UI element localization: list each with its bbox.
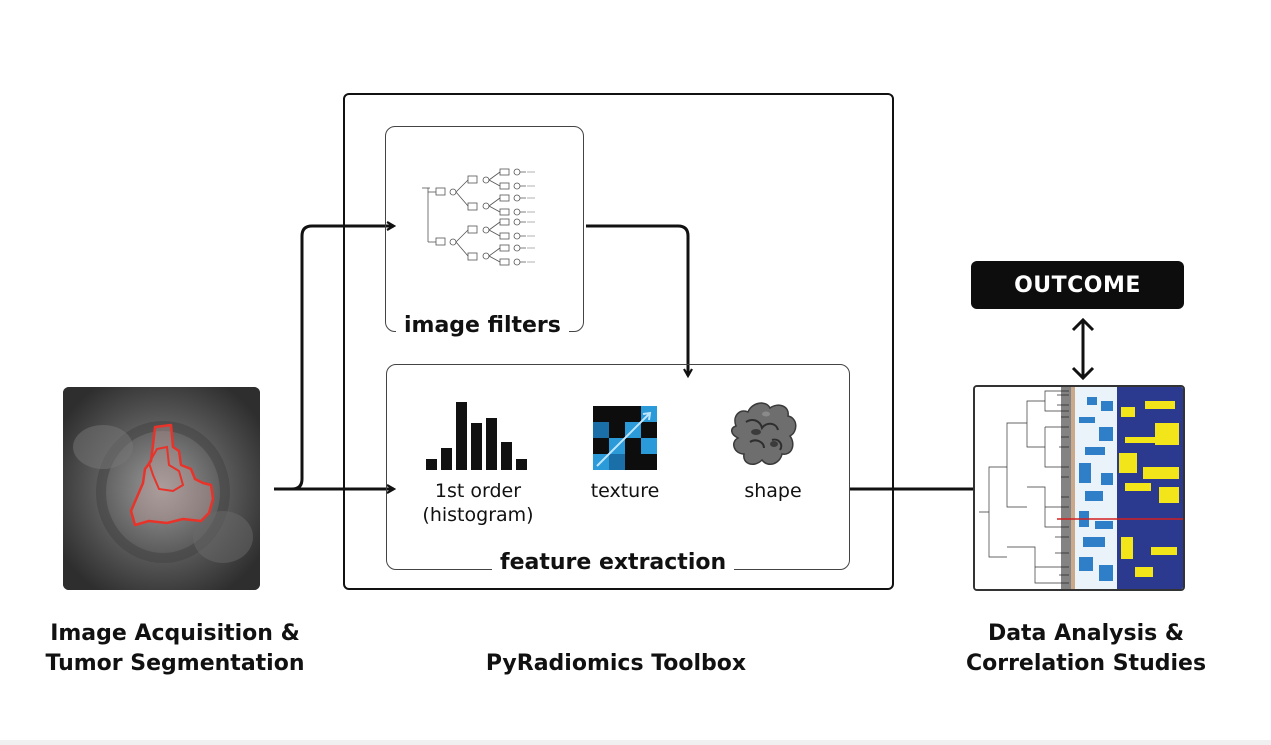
feature-label-texture: texture	[590, 480, 660, 502]
caption-image-acquisition: Image Acquisition & Tumor Segmentation	[45, 621, 305, 676]
histogram-icon	[426, 402, 527, 470]
image-filters-label: image filters	[396, 312, 569, 340]
bottom-strip	[0, 740, 1271, 745]
caption-pyradiomics-toolbox: PyRadiomics Toolbox	[485, 651, 747, 676]
toolbox-box	[343, 93, 894, 590]
texture-icon	[593, 406, 657, 470]
double-arrow-outcome	[1071, 317, 1095, 381]
mri-segmentation-image	[63, 387, 260, 590]
caption-data-analysis: Data Analysis & Correlation Studies	[965, 621, 1207, 676]
feature-label-first-order: 1st order (histogram)	[422, 480, 534, 526]
arrow-filters-to-features	[586, 224, 688, 376]
clustering-heatmap	[973, 385, 1185, 591]
feature-label-shape: shape	[744, 480, 802, 502]
shape-icon	[731, 402, 797, 465]
wavelet-filter-tree-icon	[422, 168, 535, 266]
feature-extraction-label: feature extraction	[492, 549, 735, 577]
outcome-badge: OUTCOME	[971, 261, 1184, 309]
